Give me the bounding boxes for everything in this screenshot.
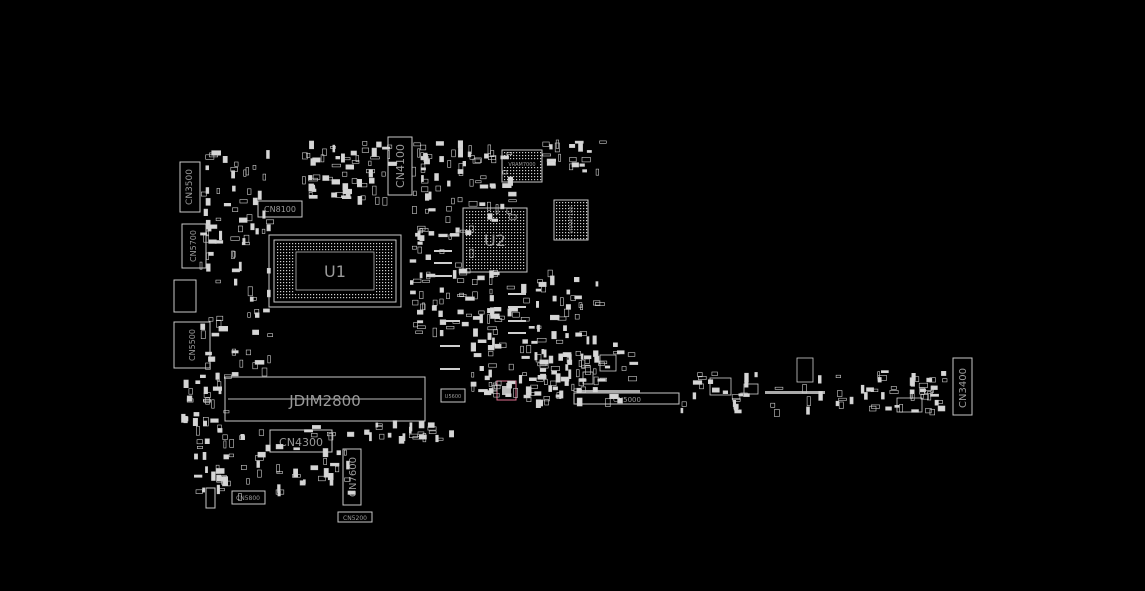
cn5000-label: CN5000 [613, 396, 641, 404]
cn8100-label: CN8100 [264, 205, 296, 214]
cn5700-connector[interactable]: CN5700 [181, 223, 207, 269]
cn4100-label: CN4100 [394, 144, 407, 188]
cn4100-connector[interactable]: CN4100 [387, 136, 413, 196]
cn5000-connector[interactable]: CN5000 [573, 390, 680, 405]
vram7000-label: VRAM7000 [508, 162, 535, 168]
jdim2800-label: JDIM2800 [288, 392, 361, 410]
vram7000-chip[interactable]: VRAM7000 [501, 149, 543, 183]
cn8100-connector[interactable]: CN8100 [257, 200, 303, 218]
cn3400-label: CN3400 [958, 368, 969, 408]
cn5500-label: CN5500 [188, 329, 197, 361]
vram7100-chip[interactable]: VRAM7100 [553, 199, 589, 241]
cn7600-label: CN7600 [348, 457, 359, 497]
small-connector-left[interactable] [173, 279, 197, 313]
cn3500-connector[interactable]: CN3500 [179, 161, 201, 213]
cn5800-label: CN5800 [236, 495, 260, 502]
u5600-chip[interactable]: U5600 [440, 388, 466, 403]
cn5500-connector[interactable]: CN5500 [173, 321, 211, 369]
cn4300-label: CN4300 [279, 436, 323, 449]
u2-label: U2 [484, 231, 506, 250]
vram7100-label: VRAM7100 [569, 206, 575, 233]
cn3400-connector[interactable]: CN3400 [952, 357, 973, 416]
cn3500-label: CN3500 [185, 169, 195, 205]
connector-stub-bottom-left[interactable] [205, 487, 216, 509]
smd-components [181, 139, 948, 501]
cn5200-label: CN5200 [343, 515, 367, 522]
vram7100-balls [556, 202, 588, 240]
cn5700-label: CN5700 [189, 230, 198, 262]
u5600-label: U5600 [445, 394, 461, 400]
u1-label: U1 [324, 262, 346, 281]
jdim2800-slot[interactable]: JDIM2800 [224, 376, 426, 422]
u2-ball-grid [466, 211, 525, 270]
cn5200-connector[interactable]: CN5200 [337, 511, 373, 523]
u1-cpu[interactable]: U1 [268, 234, 402, 308]
cn4300-connector[interactable]: CN4300 [269, 429, 333, 453]
cn7600-connector[interactable]: CN7600 [342, 448, 362, 506]
cn5800-connector[interactable]: CN5800 [231, 490, 266, 505]
u1-ball-grid [277, 243, 393, 299]
